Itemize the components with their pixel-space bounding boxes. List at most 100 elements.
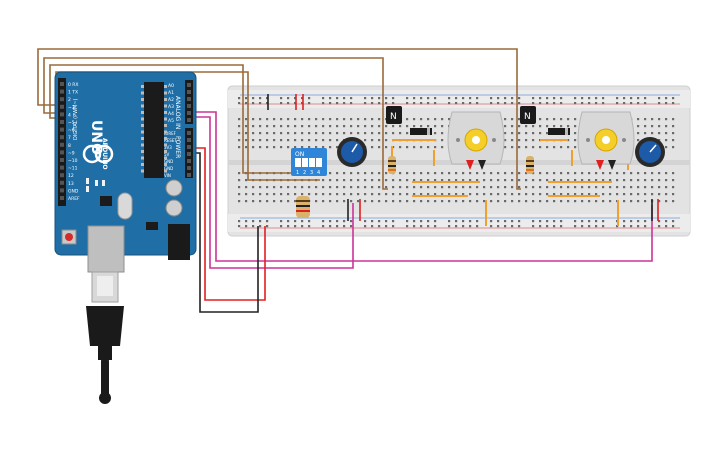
rail-hole[interactable]	[630, 97, 633, 100]
terminal-hole[interactable]	[259, 125, 262, 128]
rail-hole[interactable]	[448, 220, 451, 223]
terminal-hole[interactable]	[385, 139, 388, 142]
rail-hole[interactable]	[630, 225, 633, 228]
terminal-hole[interactable]	[497, 186, 500, 189]
terminal-hole[interactable]	[364, 172, 367, 175]
terminal-hole[interactable]	[672, 193, 675, 196]
terminal-hole[interactable]	[364, 179, 367, 182]
terminal-hole[interactable]	[280, 146, 283, 149]
npn-transistor[interactable]: N	[520, 106, 536, 124]
diode[interactable]	[548, 128, 570, 135]
terminal-hole[interactable]	[238, 193, 241, 196]
rail-hole[interactable]	[462, 225, 465, 228]
terminal-hole[interactable]	[651, 125, 654, 128]
terminal-hole[interactable]	[364, 132, 367, 135]
terminal-hole[interactable]	[553, 179, 556, 182]
rail-hole[interactable]	[392, 97, 395, 100]
rail-hole[interactable]	[644, 220, 647, 223]
terminal-hole[interactable]	[581, 179, 584, 182]
terminal-hole[interactable]	[357, 118, 360, 121]
dip-switch[interactable]: ON 1 2 3 4	[291, 148, 327, 176]
digital-pin-hole[interactable]	[60, 173, 64, 178]
terminal-hole[interactable]	[413, 186, 416, 189]
rail-hole[interactable]	[469, 97, 472, 100]
rail-hole[interactable]	[301, 225, 304, 228]
terminal-hole[interactable]	[441, 132, 444, 135]
terminal-hole[interactable]	[462, 179, 465, 182]
terminal-hole[interactable]	[434, 179, 437, 182]
terminal-hole[interactable]	[371, 132, 374, 135]
terminal-hole[interactable]	[357, 179, 360, 182]
terminal-hole[interactable]	[644, 186, 647, 189]
rail-hole[interactable]	[392, 102, 395, 105]
terminal-hole[interactable]	[665, 132, 668, 135]
terminal-hole[interactable]	[462, 186, 465, 189]
terminal-hole[interactable]	[301, 186, 304, 189]
rail-hole[interactable]	[287, 102, 290, 105]
terminal-hole[interactable]	[371, 118, 374, 121]
rail-hole[interactable]	[546, 102, 549, 105]
rail-hole[interactable]	[490, 225, 493, 228]
dc-motor[interactable]	[577, 111, 635, 170]
rail-hole[interactable]	[448, 97, 451, 100]
terminal-hole[interactable]	[476, 172, 479, 175]
terminal-hole[interactable]	[371, 193, 374, 196]
terminal-hole[interactable]	[385, 172, 388, 175]
terminal-hole[interactable]	[441, 179, 444, 182]
rail-hole[interactable]	[329, 102, 332, 105]
rail-hole[interactable]	[343, 225, 346, 228]
rail-hole[interactable]	[343, 97, 346, 100]
terminal-hole[interactable]	[273, 200, 276, 203]
analog-pin-hole[interactable]	[187, 83, 191, 87]
terminal-hole[interactable]	[322, 193, 325, 196]
rail-hole[interactable]	[546, 225, 549, 228]
rail-hole[interactable]	[413, 97, 416, 100]
rail-hole[interactable]	[350, 97, 353, 100]
terminal-hole[interactable]	[574, 179, 577, 182]
power-pin-hole[interactable]	[187, 131, 191, 135]
rail-hole[interactable]	[434, 102, 437, 105]
rail-hole[interactable]	[560, 102, 563, 105]
rail-hole[interactable]	[602, 220, 605, 223]
terminal-hole[interactable]	[567, 172, 570, 175]
terminal-hole[interactable]	[560, 200, 563, 203]
terminal-hole[interactable]	[308, 118, 311, 121]
terminal-hole[interactable]	[567, 146, 570, 149]
rail-hole[interactable]	[259, 225, 262, 228]
rail-hole[interactable]	[490, 102, 493, 105]
power-pin-hole[interactable]	[187, 152, 191, 156]
terminal-hole[interactable]	[539, 200, 542, 203]
terminal-hole[interactable]	[420, 118, 423, 121]
terminal-hole[interactable]	[665, 172, 668, 175]
analog-pin-hole[interactable]	[187, 111, 191, 115]
rail-hole[interactable]	[595, 220, 598, 223]
terminal-hole[interactable]	[392, 132, 395, 135]
terminal-hole[interactable]	[609, 172, 612, 175]
terminal-hole[interactable]	[511, 125, 514, 128]
rail-hole[interactable]	[252, 220, 255, 223]
terminal-hole[interactable]	[287, 139, 290, 142]
terminal-hole[interactable]	[497, 172, 500, 175]
rail-hole[interactable]	[539, 97, 542, 100]
rail-hole[interactable]	[588, 102, 591, 105]
terminal-hole[interactable]	[637, 186, 640, 189]
terminal-hole[interactable]	[427, 179, 430, 182]
rail-hole[interactable]	[574, 102, 577, 105]
terminal-hole[interactable]	[588, 186, 591, 189]
rail-hole[interactable]	[665, 225, 668, 228]
analog-pin-holes[interactable]	[187, 83, 191, 177]
rail-hole[interactable]	[322, 225, 325, 228]
rail-hole[interactable]	[504, 225, 507, 228]
terminal-hole[interactable]	[560, 179, 563, 182]
terminal-hole[interactable]	[315, 200, 318, 203]
terminal-hole[interactable]	[665, 179, 668, 182]
rail-hole[interactable]	[511, 225, 514, 228]
rail-hole[interactable]	[266, 102, 269, 105]
terminal-hole[interactable]	[651, 193, 654, 196]
terminal-hole[interactable]	[273, 186, 276, 189]
terminal-hole[interactable]	[399, 132, 402, 135]
terminal-hole[interactable]	[483, 179, 486, 182]
orange-jumpers[interactable]	[391, 139, 629, 226]
terminal-hole[interactable]	[532, 193, 535, 196]
terminal-hole[interactable]	[574, 118, 577, 121]
